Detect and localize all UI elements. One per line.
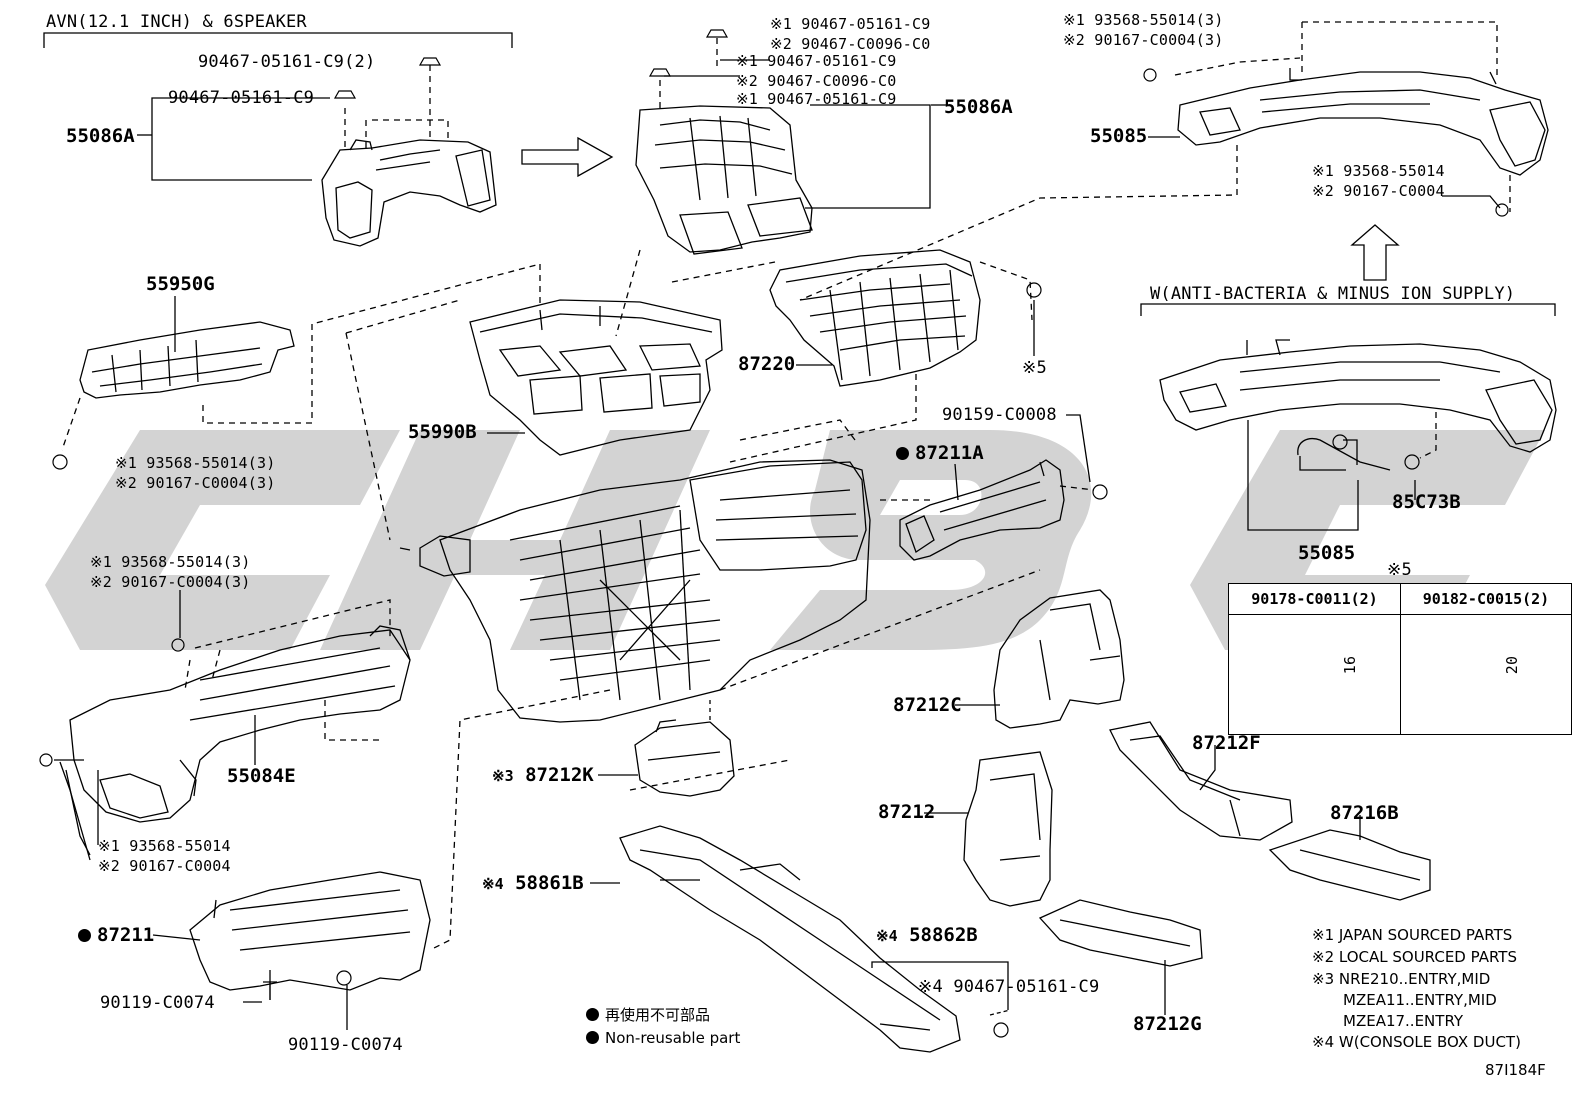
fastener-label: ※1 90467-05161-C9	[736, 52, 897, 70]
duct-55086a-large	[635, 105, 813, 255]
fastener-label: 90467-05161-C9(2)	[198, 52, 376, 72]
panel-55950g	[79, 321, 295, 399]
filter-case-87220	[769, 249, 981, 387]
part-label-58861b: ※4 58861B	[482, 872, 584, 894]
part-label-87212c: 87212C	[893, 694, 962, 716]
duct-87212c	[993, 589, 1125, 729]
header-note: AVN(12.1 INCH) & 6SPEAKER	[46, 12, 307, 32]
part-label-58862b: ※4 58862B	[876, 924, 978, 946]
part-label-55086a: 55086A	[944, 96, 1013, 118]
fastener-label: ※1 93568-55014	[1312, 162, 1445, 180]
fastener-label: ※2 90167-C0004	[98, 857, 231, 875]
duct-55086a-small	[321, 139, 497, 247]
fastener-label: ※2 90167-C0004(3)	[90, 573, 251, 591]
fastener-label: 90119-C0074	[100, 993, 215, 1013]
duct-55085-top	[1177, 68, 1549, 176]
fastener-label: ※2 90167-C0004	[1312, 182, 1445, 200]
part-label-87220: 87220	[738, 353, 796, 375]
duct-58861b	[619, 825, 961, 1053]
duct-87211	[189, 871, 431, 991]
fastener-label: ※1 93568-55014(3)	[115, 454, 276, 472]
note-line: ※3 NRE210..ENTRY,MID	[1312, 970, 1491, 988]
fastener-label: 90159-C0008	[942, 405, 1057, 425]
note-line: ※1 JAPAN SOURCED PARTS	[1312, 926, 1513, 944]
legend-en: Non-reusable part	[586, 1029, 740, 1047]
non-reusable-dot-icon	[896, 447, 909, 460]
part-label-55085: 55085	[1090, 125, 1148, 147]
table-title: ※5	[1387, 560, 1412, 580]
fastener-label: ※1 93568-55014(3)	[1063, 11, 1224, 29]
box-55990b	[469, 299, 723, 456]
arrow-up	[1350, 224, 1400, 281]
header-bracket	[43, 32, 513, 48]
fastener-label: 90467-05161-C9	[168, 88, 315, 108]
part-label-87212: 87212	[878, 801, 936, 823]
fastener-label: ※2 90467-C0096-C0	[770, 35, 931, 53]
part-label-87212g: 87212G	[1133, 1013, 1202, 1035]
w-note: W(ANTI-BACTERIA & MINUS ION SUPPLY)	[1150, 284, 1516, 304]
part-label-87211a: 87211A	[896, 443, 984, 463]
fastener-label: ※1 93568-55014	[98, 837, 231, 855]
part-label-55990b: 55990B	[408, 421, 477, 443]
duct-87212	[963, 751, 1053, 907]
fastener-label: ※4 90467-05161-C9	[918, 977, 1100, 997]
duct-87212g	[1038, 899, 1203, 967]
part-label-87211: 87211	[78, 925, 154, 945]
figure-code: 87I184F	[1485, 1061, 1546, 1079]
fastener-label: 90119-C0074	[288, 1035, 403, 1055]
fastener-label: ※2 90167-C0004(3)	[115, 474, 276, 492]
part-label-87212k: ※3 87212K	[492, 764, 594, 786]
part-label-87216b: 87216B	[1330, 802, 1399, 824]
fastener-label: ※1 90467-05161-C9	[770, 15, 931, 33]
non-reusable-dot-icon	[586, 1008, 599, 1021]
arrow-right	[521, 136, 614, 178]
duct-87216b	[1268, 829, 1431, 901]
non-reusable-dot-icon	[586, 1031, 599, 1044]
duct-55084e	[69, 625, 411, 823]
dimension-label: 16	[1341, 655, 1360, 675]
note-line: ※4 W(CONSOLE BOX DUCT)	[1312, 1033, 1521, 1051]
legend-jp: 再使用不可部品	[586, 1004, 710, 1025]
table-header-cell: 90178-C0011(2)	[1229, 584, 1400, 615]
fastener-label: ※5	[1022, 358, 1047, 378]
fastener-label: ※1 93568-55014(3)	[90, 553, 251, 571]
part-label-55950g: 55950G	[146, 273, 215, 295]
note-line: MZEA11..ENTRY,MID	[1343, 991, 1497, 1009]
duct-87212f	[1109, 721, 1293, 841]
note-line: ※2 LOCAL SOURCED PARTS	[1312, 948, 1517, 966]
part-label-55084e: 55084E	[227, 765, 296, 787]
duct-87212k	[634, 719, 735, 797]
dimension-label: 20	[1503, 655, 1522, 675]
fastener-label: ※2 90167-C0004(3)	[1063, 31, 1224, 49]
fastener-label: ※1 90467-05161-C9	[736, 90, 897, 108]
part-label-55086a: 55086A	[66, 125, 135, 147]
part-label-87212f: 87212F	[1192, 732, 1261, 754]
table-header-cell: 90182-C0015(2)	[1401, 584, 1571, 615]
fastener-size-table: 90178-C0011(2) 90182-C0015(2) 16 20	[1228, 583, 1572, 735]
part-label-55085: 55085	[1298, 542, 1356, 564]
w-bracket	[1140, 303, 1556, 316]
hvac-unit	[399, 459, 871, 723]
duct-87211a	[899, 459, 1065, 561]
note-line: MZEA17..ENTRY	[1343, 1012, 1464, 1030]
fastener-label: ※2 90467-C0096-C0	[736, 72, 897, 90]
duct-55085-w	[1159, 339, 1557, 453]
non-reusable-dot-icon	[78, 929, 91, 942]
part-label-85c73b: 85C73B	[1392, 491, 1461, 513]
